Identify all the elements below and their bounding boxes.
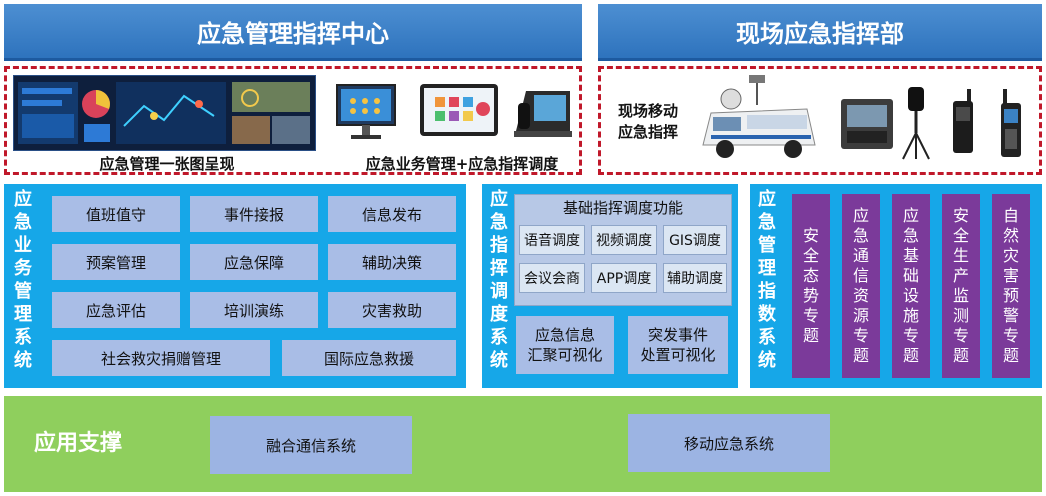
dashboard-screenshot xyxy=(13,75,316,151)
func-gis: GIS调度 xyxy=(663,225,727,255)
topic-comm-resources: 应 急 通 信 资 源 专 题 xyxy=(842,194,880,378)
application-support-band: 应用支撑 融合通信系统 移动应急系统 xyxy=(4,396,1042,492)
topic-disaster-warning: 自 然 灾 害 预 警 专 题 xyxy=(992,194,1030,378)
business-system-title: 应 急 业 务 管 理 系 统 xyxy=(14,189,32,371)
dispatch-system-title: 应 急 指 挥 调 度 系 统 xyxy=(490,189,508,371)
tripod-camera-icon xyxy=(901,87,931,161)
basic-dispatch-title: 基础指挥调度功能 xyxy=(562,199,683,217)
cell-donation-management: 社会救灾捐赠管理 xyxy=(52,340,270,376)
topic-infrastructure: 应 急 基 础 设 施 专 题 xyxy=(892,194,930,378)
cell-assessment: 应急评估 xyxy=(52,292,180,328)
dispatch-system-panel: 应 急 指 挥 调 度 系 统 基础指挥调度功能 语音调度 视频调度 GIS调度… xyxy=(482,184,738,388)
handheld-terminal-icon xyxy=(999,89,1023,159)
business-system-panel: 应 急 业 务 管 理 系 统 值班值守 事件接报 信息发布 预案管理 应急保障… xyxy=(4,184,466,388)
cell-plan-management: 预案管理 xyxy=(52,244,180,280)
cell-training: 培训演练 xyxy=(190,292,318,328)
tablet-icon xyxy=(419,83,499,137)
support-title: 应用支撑 xyxy=(34,431,123,456)
func-assist: 辅助调度 xyxy=(663,263,727,293)
command-center-title: 应急管理指挥中心 xyxy=(197,19,389,48)
desktop-monitor-icon xyxy=(335,83,397,143)
mobile-command-caption: 现场移动 应急指挥 xyxy=(617,102,678,141)
video-desk-phone-icon xyxy=(512,81,574,143)
func-conference: 会议会商 xyxy=(519,263,585,293)
cell-international-rescue: 国际应急救援 xyxy=(282,340,456,376)
radio-device-icon xyxy=(951,89,975,155)
viz-info-aggregation: 应急信息 汇聚可视化 xyxy=(516,316,614,374)
index-system-title: 应 急 管 理 指 数 系 统 xyxy=(758,189,776,371)
func-voice: 语音调度 xyxy=(519,225,585,255)
business-caption: 应急业务管理+应急指挥调度 xyxy=(365,155,559,173)
func-video: 视频调度 xyxy=(591,225,657,255)
cell-event-report: 事件接报 xyxy=(190,196,318,232)
field-command-title: 现场应急指挥部 xyxy=(736,19,904,48)
portable-terminal-icon xyxy=(839,95,895,153)
topic-safety-situation: 安 全 态 势 专 题 xyxy=(792,194,830,378)
func-app: APP调度 xyxy=(591,263,657,293)
cell-info-release: 信息发布 xyxy=(328,196,456,232)
cell-emergency-support: 应急保障 xyxy=(190,244,318,280)
support-fusion-comm: 融合通信系统 xyxy=(210,416,412,474)
one-map-caption: 应急管理一张图呈现 xyxy=(99,155,235,173)
field-command-header: 现场应急指挥部 xyxy=(598,4,1042,58)
dashboard-graphic-icon xyxy=(18,82,310,144)
cell-disaster-relief: 灾害救助 xyxy=(328,292,456,328)
basic-dispatch-box: 基础指挥调度功能 语音调度 视频调度 GIS调度 会议会商 APP调度 辅助调度 xyxy=(514,194,732,306)
support-mobile-emergency: 移动应急系统 xyxy=(628,414,830,472)
topic-production-monitoring: 安 全 生 产 监 测 专 题 xyxy=(942,194,980,378)
cell-decision-aid: 辅助决策 xyxy=(328,244,456,280)
command-vehicle-icon xyxy=(697,75,821,171)
command-center-devices-box: 应急管理一张图呈现 应急业务管理+应急指挥调度 xyxy=(4,66,582,175)
index-system-panel: 应 急 管 理 指 数 系 统 安 全 态 势 专 题 应 急 通 信 资 源 … xyxy=(750,184,1042,388)
command-center-header: 应急管理指挥中心 xyxy=(4,4,582,58)
field-devices-box: 现场移动 应急指挥 xyxy=(598,66,1042,175)
viz-incident-handling: 突发事件 处置可视化 xyxy=(628,316,728,374)
cell-duty: 值班值守 xyxy=(52,196,180,232)
